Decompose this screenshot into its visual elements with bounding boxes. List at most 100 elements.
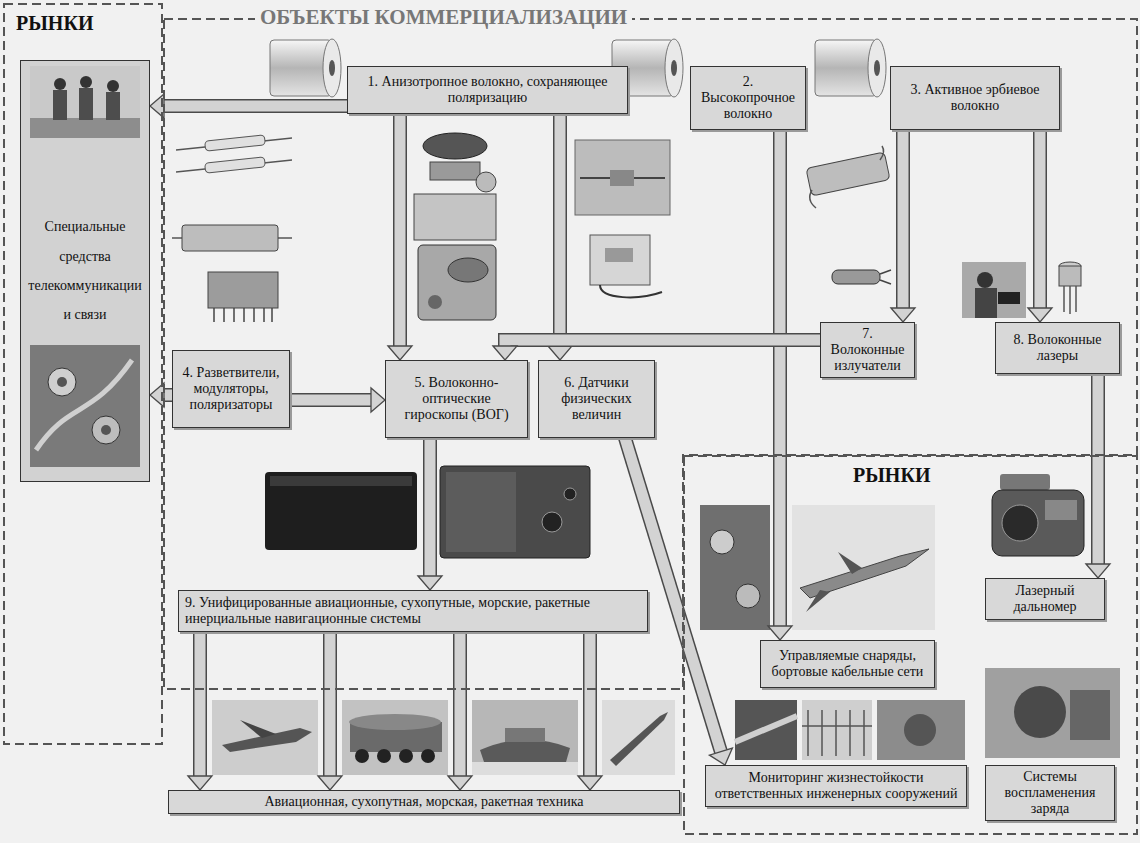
modulator <box>182 225 278 251</box>
spool-flange <box>665 39 683 97</box>
arrow-shaft <box>555 114 566 346</box>
box-label: Мониторинг жизнестойкости ответственных … <box>712 770 960 802</box>
fiber <box>810 146 884 208</box>
arrow-head <box>318 776 342 790</box>
arrow-shaft <box>425 438 436 576</box>
photo-ground <box>962 262 1026 318</box>
rangefinder-panel <box>1045 500 1077 520</box>
sea <box>472 762 578 775</box>
hovercraft <box>480 739 570 762</box>
box-label: 2. Высокопрочное волокно <box>697 74 799 122</box>
region-title: РЫНКИ <box>11 11 98 35</box>
block-arrow <box>318 632 342 790</box>
connector-pin <box>101 425 111 435</box>
fiber-coupler <box>205 135 266 151</box>
application-box: Авиационная, сухопутная, морская, ракетн… <box>168 790 680 814</box>
ins-connector <box>542 512 562 532</box>
box-label: Лазерный дальномер <box>992 583 1098 615</box>
gyro-block <box>430 162 480 180</box>
arrow-head <box>768 626 792 640</box>
arrow-shaft <box>455 632 466 776</box>
arrow-outline <box>423 438 437 576</box>
rangefinder-lens <box>1002 505 1038 541</box>
laser-leads <box>1064 286 1076 314</box>
fence <box>802 710 872 756</box>
region-title: ОБЪЕКТЫ КОММЕРЦИАЛИЗАЦИИ <box>255 5 632 30</box>
spool-hub <box>671 60 677 76</box>
box-label: Управляемые снаряды, бортовые кабельные … <box>767 648 928 680</box>
arrow-head <box>1028 308 1052 322</box>
gyro-port <box>448 258 488 282</box>
arrow-outline <box>453 632 467 776</box>
sensor-board <box>590 235 650 285</box>
arrow-shaft <box>898 130 909 308</box>
arrow-outline <box>164 99 347 113</box>
arrow-shaft <box>775 130 786 626</box>
soldiers-photo <box>30 66 140 138</box>
laser-can <box>1059 266 1081 286</box>
sensor-element <box>610 170 634 186</box>
ins-unit <box>265 472 417 550</box>
ignition-device <box>1014 686 1066 738</box>
arrow-shaft <box>505 340 820 346</box>
block-arrow <box>188 632 212 790</box>
emitter-body <box>832 270 880 284</box>
spool-flange <box>868 39 886 97</box>
arrow-shaft <box>164 101 347 112</box>
gyro-port <box>428 295 442 309</box>
dashed-border <box>164 19 1137 689</box>
gyro-housing <box>418 245 496 320</box>
gyro-board <box>414 194 496 240</box>
arrow-outline <box>164 388 172 402</box>
arrow-outline <box>193 632 207 776</box>
fiber-coupler <box>205 157 266 173</box>
rangefinder-top <box>1000 474 1050 490</box>
photo-sky <box>212 700 318 775</box>
ins-lid <box>270 476 412 486</box>
photo-ground <box>877 700 965 760</box>
arrow-outline <box>553 114 567 346</box>
cable <box>600 285 662 297</box>
arrow-head <box>1086 564 1110 578</box>
photo-ground <box>30 118 140 138</box>
photo-sky <box>30 66 140 138</box>
vehicle-photos <box>212 700 675 775</box>
arrow-shaft <box>1093 374 1104 564</box>
missile-fins <box>806 552 862 612</box>
dashed-border <box>4 4 162 744</box>
product-box: 3. Активное эрбиевое волокно <box>890 66 1060 130</box>
block-arrow <box>388 114 412 360</box>
fiber-spool <box>815 39 886 97</box>
figure-head <box>107 80 119 92</box>
box-label: 6. Датчики физических величин <box>545 375 648 423</box>
arrow-head <box>418 576 442 590</box>
sensor-element <box>605 248 633 262</box>
gyro-coil <box>423 133 487 159</box>
arrow-outline <box>1091 374 1105 564</box>
photo-sky <box>472 700 578 775</box>
missile <box>800 549 929 598</box>
truck-wheels <box>355 749 435 763</box>
rangefinder-body <box>992 490 1084 556</box>
figure-body <box>53 90 67 120</box>
arrow-outline <box>323 632 337 776</box>
market-box: Мониторинг жизнестойкости ответственных … <box>705 765 967 807</box>
photo-ground <box>735 700 797 760</box>
box-label: 9. Унифицированные авиационные, сухопутн… <box>185 595 641 627</box>
block-arrow <box>290 388 385 412</box>
connector <box>736 584 760 608</box>
photo-sky <box>792 505 935 630</box>
region-outline <box>3 3 163 745</box>
spool-hub <box>329 60 335 76</box>
spool-flange <box>323 39 341 97</box>
block-arrow <box>1086 374 1110 578</box>
photo-sky <box>342 700 448 775</box>
arrow-outline <box>393 114 407 346</box>
arrow-outline <box>896 130 910 308</box>
chip <box>208 272 278 308</box>
block-arrow <box>1028 130 1052 322</box>
arrow-shaft <box>1035 130 1046 308</box>
connector <box>92 416 120 444</box>
connector <box>710 530 734 554</box>
missile-photos <box>700 505 935 630</box>
